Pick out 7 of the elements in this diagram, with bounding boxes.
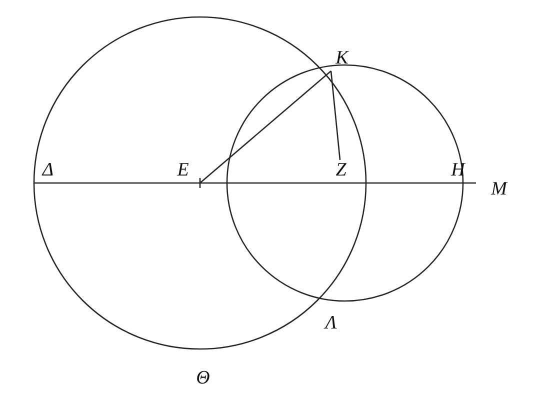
point-label: Δ	[42, 160, 54, 180]
point-label: Λ	[325, 314, 337, 332]
point-label: Z	[336, 160, 346, 180]
point-label: Θ	[196, 368, 210, 388]
point-label: M	[491, 180, 507, 198]
point-label: K	[336, 48, 348, 68]
point-label: E	[177, 160, 189, 180]
